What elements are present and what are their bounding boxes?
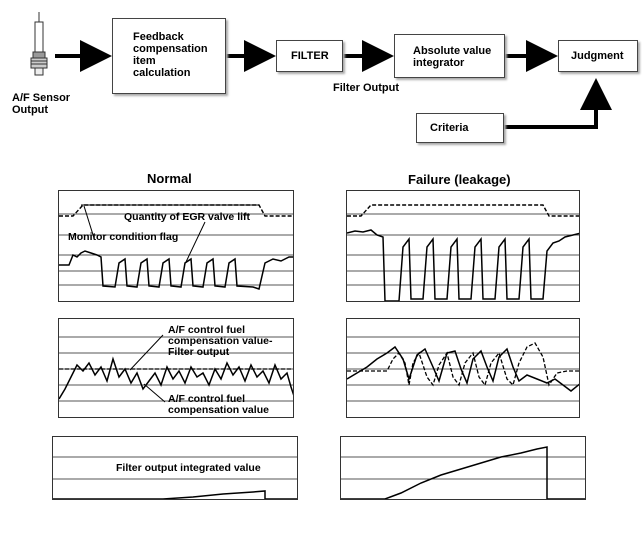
integrated-value-label: Filter output integrated value (116, 462, 261, 474)
filter-output-label: Filter Output (333, 82, 399, 94)
failure-compensation-panel (346, 318, 580, 418)
failure-title: Failure (leakage) (408, 172, 511, 187)
monitor-flag-label: Monitor condition flag (68, 231, 179, 243)
sensor-icon (30, 12, 48, 76)
criteria-box: Criteria (416, 113, 504, 143)
compensation-trace (59, 356, 293, 400)
af-sensor-trace (59, 250, 293, 290)
integrator-box: Absolute value integrator (394, 34, 505, 78)
filter-box: FILTER (276, 40, 343, 72)
failure-integrated-panel (340, 436, 586, 500)
normal-integrated-panel (52, 436, 298, 500)
sensor-label: A/F Sensor Output (12, 92, 71, 116)
normal-title: Normal (147, 171, 192, 186)
normal-compensation-panel (58, 318, 294, 418)
arrow-criteria-judgment (504, 78, 612, 129)
judgment-box: Judgment (558, 40, 638, 72)
egr-lift-label: Quantity of EGR valve lift (124, 211, 251, 223)
failure-af-panel (346, 190, 580, 302)
filter-output-label: A/F control fuel compensation value- Fil… (168, 324, 273, 358)
integrated-trace (53, 490, 297, 499)
compensation-value-label: A/F control fuel compensation value (168, 393, 269, 416)
normal-af-panel (58, 190, 294, 302)
feedback-box: Feedback compensation item calculation (112, 18, 226, 94)
flow-arrows (30, 12, 612, 129)
